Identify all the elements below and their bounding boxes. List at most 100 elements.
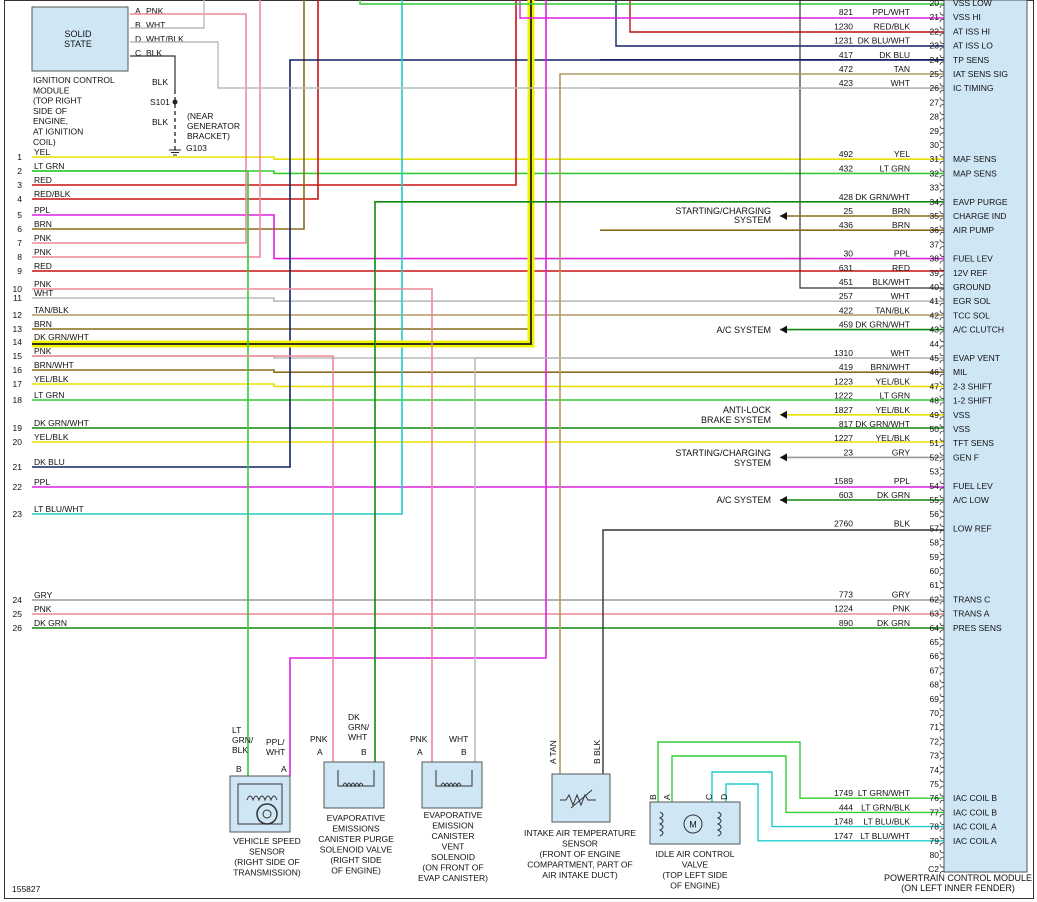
vent-pin-b: B [461,747,467,757]
pcm-pin-number: 21 [930,12,940,22]
arrow-icon [780,212,787,220]
ignition-module-label-1: SOLID [64,29,92,39]
pcm-pin-function: FUEL LEV [953,254,993,264]
ignition-wht-blk-wire [130,41,944,89]
pcm-pin-number: 76 [930,793,940,803]
left-wire-label: PNK [34,279,52,289]
pcm-wire-color: GRY [892,447,911,457]
pin-connector-icon [939,551,945,562]
iat-label-line: AIR INTAKE DUCT) [542,870,618,880]
ground-note-2: GENERATOR [187,121,240,131]
pcm-pin-number: 46 [930,367,940,377]
pcm-pin-function: EAVP PURGE [953,197,1008,207]
pcm-wire-color: DK GRN/WHT [855,192,910,202]
pin-connector-icon [939,835,945,846]
pcm-pin-function: IAC COIL B [953,793,997,803]
pin-connector-icon [939,54,945,65]
pin-connector-icon [939,154,945,165]
pcm-circuit-number: 821 [839,7,853,17]
pcm-pin-number: 69 [930,694,940,704]
ground-wire-label-1: BLK [152,77,168,87]
pcm-pin-number: 79 [930,836,940,846]
pin-connector-icon [939,338,945,349]
pcm-pin-function: GEN F [953,452,979,462]
left-wire-num: 20 [13,437,23,447]
pcm-body [943,0,1028,873]
purge-label-line: EVAPORATIVE [327,813,386,823]
left-wire-num: 7 [17,238,22,248]
pin-connector-icon [939,310,945,321]
pcm-wire-color: YEL/BLK [876,405,911,415]
left-wire-label: PNK [34,247,52,257]
pcm-wire-color: LT BLU/BLK [864,817,911,827]
pin-connector-icon [939,636,945,648]
pcm-pin-function: VSS [953,410,970,420]
ground-id-label: G103 [186,143,207,153]
pcm-wire-color: DK GRN [877,618,910,628]
iac-pin: C [704,794,714,800]
pin-connector-icon [939,466,945,477]
pin-connector-icon [939,26,945,37]
arrow-icon [780,410,787,419]
left-wire-num: 17 [13,379,23,389]
left-wire-label: BRN [34,219,52,229]
pcm-pin-number: 80 [930,850,940,860]
pin-connector-icon [939,253,945,264]
coil-icon [658,811,664,837]
pcm-circuit-number: 817 [839,419,853,429]
left-wire-num: 8 [17,252,22,262]
pin-connector-icon [939,651,945,662]
iac-pin: D [719,794,729,800]
pcm-wire-color: LT GRN/WHT [858,788,910,798]
pin-connector-icon [939,750,945,761]
pcm-wire-color: RED [892,263,910,273]
left-wire-num: 25 [13,609,23,619]
left-wire-label: LT GRN [34,390,64,400]
pcm-wire-color: BRN/WHT [870,362,910,372]
iac-label-line: IDLE AIR CONTROL [656,849,735,859]
pcm-label-1: POWERTRAIN CONTROL MODULE [884,873,1032,883]
vent-label-line: SOLENOID [431,852,475,862]
wire-pcm-22 [629,0,944,33]
left-wire-label: LT GRN [34,161,64,171]
pcm-pin-number: 78 [930,822,940,832]
pcm-pin-number: 59 [930,552,940,562]
iac-wire-78 [711,771,944,828]
pcm-pin-function: VSS LOW [953,0,992,8]
pcm-pin-number: 47 [930,381,940,391]
pcm-pin-function: AT ISS HI [953,26,990,36]
pin-connector-icon [939,594,945,605]
external-references: STARTING/CHARGING SYSTEM A/C SYSTEM ANTI… [675,206,771,505]
wire-16 [32,369,944,374]
pcm-pin-function: IAC COIL B [953,807,997,817]
left-wire-label: YEL/BLK [34,374,69,384]
pcm-pin-function: TRANS A [953,609,990,619]
pcm-circuit-number: 472 [839,64,853,74]
pcm-pin-function: VSS [953,424,970,434]
pcm-pin-number: 73 [930,751,940,761]
pcm-wire-color: DK GRN/WHT [855,419,910,429]
pcm-pin-function: A/C CLUTCH [953,325,1004,335]
pcm-pin-number: 55 [930,495,940,505]
pcm-pin-function: IAT SENS SIG [953,69,1008,79]
thermistor-icon [560,793,596,807]
pcm-pin-number: 58 [930,538,940,548]
left-wire-label: DK BLU [34,457,65,467]
pcm-circuit-number: 1827 [834,405,853,415]
pcm-pin-number: 77 [930,807,940,817]
pcm-circuit-number: 432 [839,163,853,173]
iat-tan-wire [559,73,944,775]
gear-icon [256,803,278,825]
ignition-pin-color: WHT [146,20,165,30]
vent-wire-a [32,288,433,762]
ground-circuit: BLK S101 BLK (NEAR GENERATOR BRACKET) G1… [150,77,240,156]
pcm-circuit-number: 2760 [834,518,853,528]
pcm-pin-function: AIR PUMP [953,225,994,235]
left-wire-num: 4 [17,194,22,204]
pcm-pin-number: 20 [930,0,940,8]
pcm-pin-number: 56 [930,509,940,519]
vss-pin-b: B [236,764,242,774]
purge-pin-b: B [361,747,367,757]
left-wire-num: 21 [13,462,23,472]
